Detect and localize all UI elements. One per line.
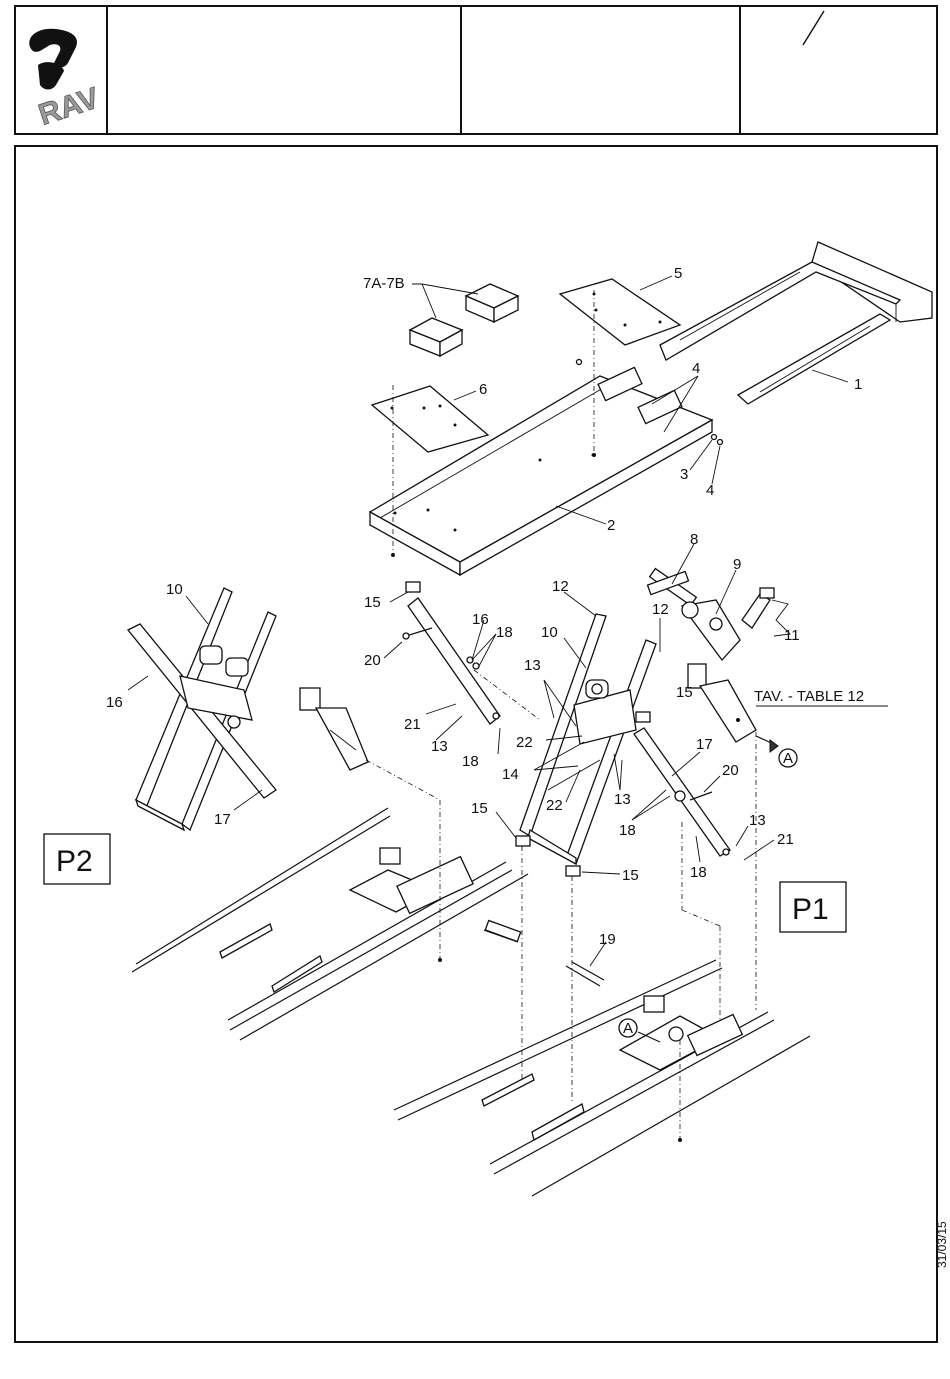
callout: 1 [854,376,862,393]
callout: 9 [733,556,741,573]
date-stamp: 31/03/15 [935,1221,949,1268]
callout: 12 [652,601,669,618]
callout: 13 [614,791,631,808]
callout: 13 [749,812,766,829]
callout: 20 [364,652,381,669]
callout: 8 [690,531,698,548]
callout: 13 [524,657,541,674]
callout: 18 [496,624,513,641]
callout: 15 [622,867,639,884]
cover-plate-5 [560,279,680,345]
callout: 12 [552,578,569,595]
callout: 15 [676,684,693,701]
callout: 7A-7B [363,275,405,292]
marker-a-text: A [623,1020,633,1037]
callout: 6 [479,381,487,398]
callout: 20 [722,762,739,779]
base-frame-p2 [132,808,528,1040]
pad-block [636,712,650,722]
callout: 14 [502,766,519,783]
callout: 22 [546,797,563,814]
p1-label: P1 [792,893,829,926]
callout: 4 [706,482,714,499]
callout: 18 [690,864,707,881]
callout: 5 [674,265,682,282]
callout: 11 [784,627,800,644]
callout: 10 [166,581,183,598]
callout: 16 [472,611,489,628]
callout: 16 [106,694,123,711]
cover-plate-6 [372,386,488,452]
callout: 15 [471,800,488,817]
callout: 15 [364,594,381,611]
hydraulic-cylinder-left [300,688,368,770]
base-frame-p1 [394,960,810,1196]
table-reference: TAV. - TABLE 12 [754,688,864,705]
marker-a-text: A [783,750,793,767]
pad-block [566,866,580,876]
callout: 17 [214,811,231,828]
callout: 21 [777,831,794,848]
callout: 4 [692,360,700,377]
callout: 2 [607,517,615,534]
callout: 18 [462,753,479,770]
pad-block [406,582,420,592]
callout: 19 [599,931,616,948]
callout: 13 [431,738,448,755]
scissor-assembly-p2 [128,588,276,830]
extension-rails [660,242,932,404]
callout: 10 [541,624,558,641]
callout: 18 [619,822,636,839]
callout: 21 [404,716,421,733]
p2-label: P2 [56,845,93,878]
callout: 3 [680,466,688,483]
callout: 22 [516,734,533,751]
callout: 17 [696,736,713,753]
pad-block [516,836,530,846]
